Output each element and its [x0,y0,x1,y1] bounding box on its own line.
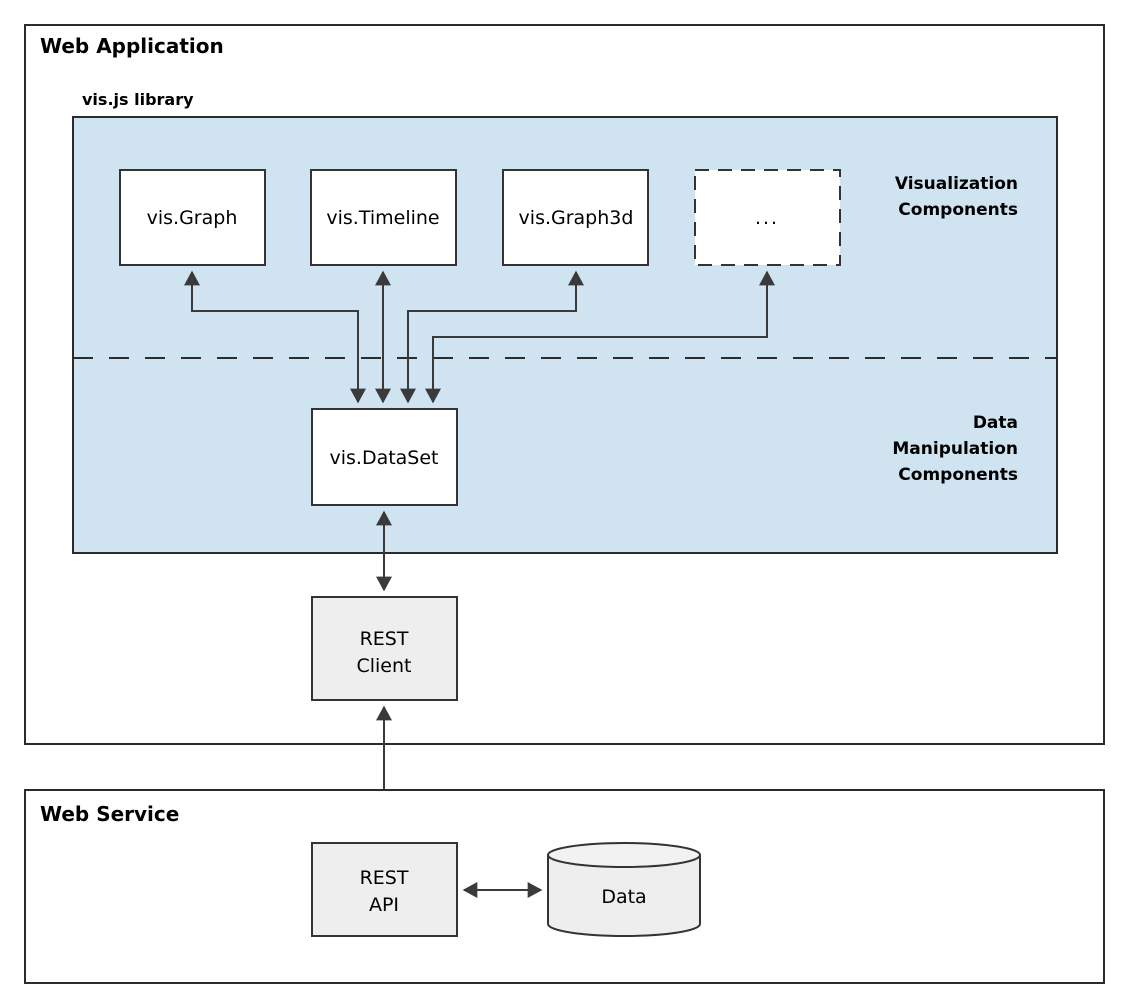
data-manipulation-label-line3: Components [898,465,1018,485]
database-cylinder-top [547,842,701,868]
data-manipulation-label-line1: Data [973,413,1018,433]
web-service-title: Web Service [40,802,179,826]
node-vis-graph3d[interactable] [502,169,649,266]
connector-vis-graph-dataset [184,270,366,404]
node-vis-graph3d-label: vis.Graph3d [519,207,634,229]
visualization-components-label-line2: Components [898,200,1018,220]
node-vis-graph-label: vis.Graph [147,207,238,229]
node-vis-dataset[interactable] [311,408,458,506]
node-rest-client[interactable] [311,596,458,701]
node-database-label: Data [601,886,646,908]
node-rest-client-label-line2: Client [356,655,411,677]
node-rest-api-label-line2: API [369,894,399,916]
database-cylinder-body[interactable] [547,854,701,937]
node-vis-graph[interactable] [119,169,266,266]
web-application-title: Web Application [40,34,224,58]
node-rest-api-label-line1: REST [360,867,409,889]
node-rest-client-label-line1: REST [360,628,409,650]
node-vis-dataset-label: vis.DataSet [329,447,438,469]
node-vis-timeline[interactable] [310,169,457,266]
data-manipulation-label-line2: Manipulation [892,439,1018,459]
visualization-components-label-line1: Visualization [895,174,1018,194]
connector-more-components-dataset [425,270,775,404]
node-more-components-label: ... [755,207,779,229]
node-rest-api[interactable] [311,842,458,937]
node-more-components[interactable] [694,169,841,266]
node-vis-timeline-label: vis.Timeline [326,207,439,229]
vis-js-library-title: vis.js library [82,90,194,109]
